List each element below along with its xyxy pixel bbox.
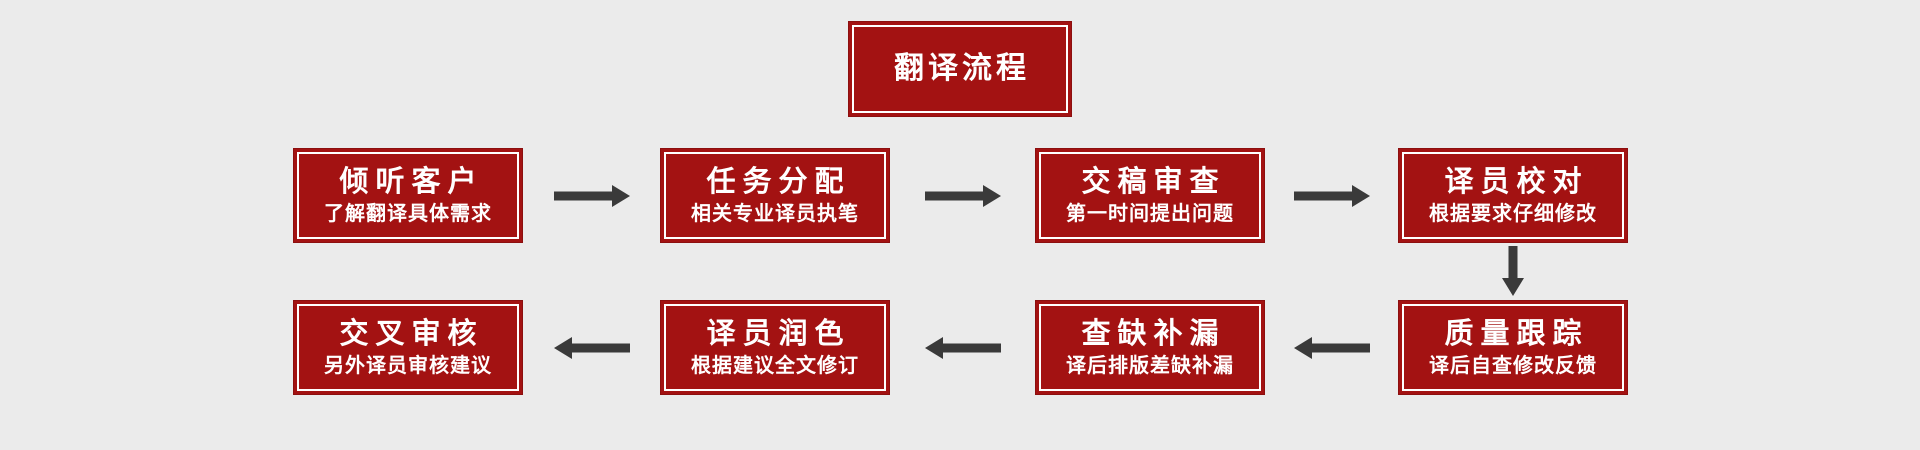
- step-inner-frame: 倾听客户 了解翻译具体需求: [297, 152, 519, 239]
- flow-arrow-right-3-icon: [1294, 184, 1370, 208]
- step-title: 译员校对: [1444, 163, 1589, 198]
- flow-arrow-right-1-icon: [554, 184, 630, 208]
- step-inner-frame: 查缺补漏 译后排版差缺补漏: [1039, 304, 1261, 391]
- step-subtitle: 译后自查修改反馈: [1429, 353, 1597, 378]
- step-inner-frame: 任务分配 相关专业译员执笔: [664, 152, 886, 239]
- step-inner-frame: 译员校对 根据要求仔细修改: [1402, 152, 1624, 239]
- flow-arrow-left-2-icon: [925, 336, 1001, 360]
- step-title: 倾听客户: [339, 163, 484, 198]
- flow-arrow-down-icon: [1501, 246, 1525, 296]
- step-title: 任务分配: [706, 163, 851, 198]
- step-inner-frame: 交稿审查 第一时间提出问题: [1039, 152, 1261, 239]
- flow-arrow-left-3-icon: [554, 336, 630, 360]
- step-subtitle: 第一时间提出问题: [1066, 201, 1234, 226]
- step-inner-frame: 质量跟踪 译后自查修改反馈: [1402, 304, 1624, 391]
- step-title: 译员润色: [706, 315, 851, 350]
- flow-arrow-left-1-icon: [1294, 336, 1370, 360]
- step-title: 交稿审查: [1081, 163, 1226, 198]
- step-subtitle: 译后排版差缺补漏: [1066, 353, 1234, 378]
- step-5-quality-tracking: 质量跟踪 译后自查修改反馈: [1398, 300, 1628, 395]
- step-2-task-assignment: 任务分配 相关专业译员执笔: [660, 148, 890, 243]
- step-4-translator-proofreading: 译员校对 根据要求仔细修改: [1398, 148, 1628, 243]
- step-title: 交叉审核: [339, 315, 484, 350]
- step-3-draft-review: 交稿审查 第一时间提出问题: [1035, 148, 1265, 243]
- step-8-cross-review: 交叉审核 另外译员审核建议: [293, 300, 523, 395]
- step-subtitle: 另外译员审核建议: [324, 353, 492, 378]
- step-1-listen-to-client: 倾听客户 了解翻译具体需求: [293, 148, 523, 243]
- step-6-gap-checking: 查缺补漏 译后排版差缺补漏: [1035, 300, 1265, 395]
- flow-title-box: 翻译流程: [848, 21, 1072, 117]
- step-inner-frame: 交叉审核 另外译员审核建议: [297, 304, 519, 391]
- flow-title-label: 翻译流程: [894, 50, 1030, 86]
- flow-arrow-right-2-icon: [925, 184, 1001, 208]
- step-subtitle: 根据建议全文修订: [691, 353, 859, 378]
- step-7-translator-polishing: 译员润色 根据建议全文修订: [660, 300, 890, 395]
- step-subtitle: 根据要求仔细修改: [1429, 201, 1597, 226]
- step-subtitle: 相关专业译员执笔: [691, 201, 859, 226]
- step-title: 查缺补漏: [1081, 315, 1226, 350]
- step-subtitle: 了解翻译具体需求: [324, 201, 492, 226]
- step-title: 质量跟踪: [1444, 315, 1589, 350]
- flow-title-inner-frame: 翻译流程: [852, 25, 1068, 113]
- step-inner-frame: 译员润色 根据建议全文修订: [664, 304, 886, 391]
